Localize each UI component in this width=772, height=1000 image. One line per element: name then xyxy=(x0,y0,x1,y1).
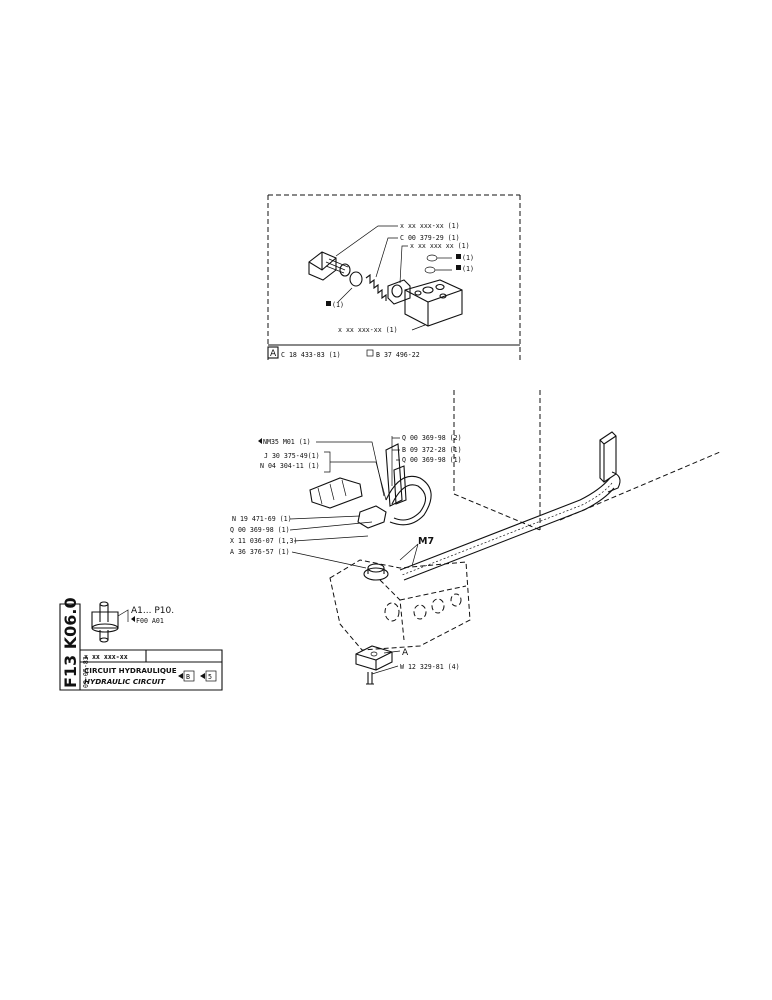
ref-5-box xyxy=(205,670,217,682)
legend-symbol: A1... P10. F00 A01 xyxy=(91,601,174,643)
x11-label: X 11 036-07 (1,3) xyxy=(230,537,298,545)
fittings xyxy=(309,443,407,529)
footer-ref2-label: B 37 496-22 xyxy=(376,351,420,359)
q-mid-label: Q 00 369-98 (1) xyxy=(402,456,462,464)
footer-ref-label: C 18 433-83 (1) xyxy=(281,351,341,359)
detail-box: x xx xxx-xx (1) C 00 379-29 (1) x xx xxx… xyxy=(267,194,521,362)
title-part-no: x xx xxx-xx xyxy=(84,653,128,661)
hose xyxy=(399,477,615,581)
w12-label: W 12 329-81 (4) xyxy=(400,663,460,671)
oring-right-2 xyxy=(424,266,436,274)
nm35-label: NM35 M01 (1) xyxy=(263,438,311,446)
legend-f00-label: F00 A01 xyxy=(136,617,164,625)
q-top-label: Q 00 369-98 (2) xyxy=(402,434,462,442)
block-ref-label: x xx xxx-xx (1) xyxy=(338,326,398,334)
title-en: HYDRAULIC CIRCUIT xyxy=(84,677,166,686)
oring-ref-1-label: (1) xyxy=(462,254,474,262)
filled-square-icon xyxy=(456,265,461,270)
title-code: F13 K06.0 xyxy=(61,597,80,688)
footer-letter: A xyxy=(270,349,277,359)
m7-leader xyxy=(399,543,419,567)
body-ref-label: x xx xxx xx (1) xyxy=(410,242,470,250)
title-date: 09-05-83 xyxy=(82,656,90,688)
arrow-left-icon xyxy=(258,438,262,444)
spring-ref-label: C 00 379-29 (1) xyxy=(400,234,460,242)
q-left-label: Q 00 369-98 (1) xyxy=(230,526,290,534)
flange-a-label: A xyxy=(402,648,409,658)
title-block: F13 K06.0 09-05-83 x xx xxx-xx CIRCUIT H… xyxy=(59,597,223,691)
oring-right-1 xyxy=(426,254,438,262)
m7-label: M7 xyxy=(418,536,434,547)
footer-letter-box xyxy=(267,346,279,359)
frame-line xyxy=(453,493,541,531)
legend-range-label: A1... P10. xyxy=(131,606,174,616)
valve-block xyxy=(404,279,463,327)
left-ref-label: (1) xyxy=(332,301,344,309)
n04-label: N 04 304-11 (1) xyxy=(260,462,320,470)
a36-label: A 36 376-57 (1) xyxy=(230,548,290,556)
arrow-left-icon xyxy=(178,673,183,679)
open-square-icon xyxy=(366,349,374,357)
ref-5-label: 5 xyxy=(208,673,212,681)
filled-square-icon xyxy=(326,301,331,306)
main-assembly: M7 xyxy=(230,390,721,685)
n19-label: N 19 471-69 (1) xyxy=(232,515,292,523)
hose-loop-inner xyxy=(391,484,427,521)
flange-part xyxy=(363,563,389,581)
arrow-left-icon xyxy=(131,616,135,622)
valve-cylinder xyxy=(387,279,411,305)
plug-part xyxy=(308,251,351,281)
bracket xyxy=(599,431,621,493)
spring-part xyxy=(365,273,387,301)
ref-b-label: B xyxy=(186,673,190,681)
j30-label: J 30 375-49(1) xyxy=(264,452,320,460)
title-fr: CIRCUIT HYDRAULIQUE xyxy=(84,666,177,675)
b09-label: B 09 372-28 (1) xyxy=(402,446,462,454)
filled-square-icon xyxy=(456,254,461,259)
hydraulic-block xyxy=(329,559,471,651)
arrow-left-icon xyxy=(200,673,205,679)
oring-ref-2-label: (1) xyxy=(462,265,474,273)
bottom-flange xyxy=(355,645,401,685)
oring-left xyxy=(349,271,363,287)
plug-ref-label: x xx xxx-xx (1) xyxy=(400,222,460,230)
ref-b-box xyxy=(183,670,195,682)
hose-loop xyxy=(385,475,432,526)
